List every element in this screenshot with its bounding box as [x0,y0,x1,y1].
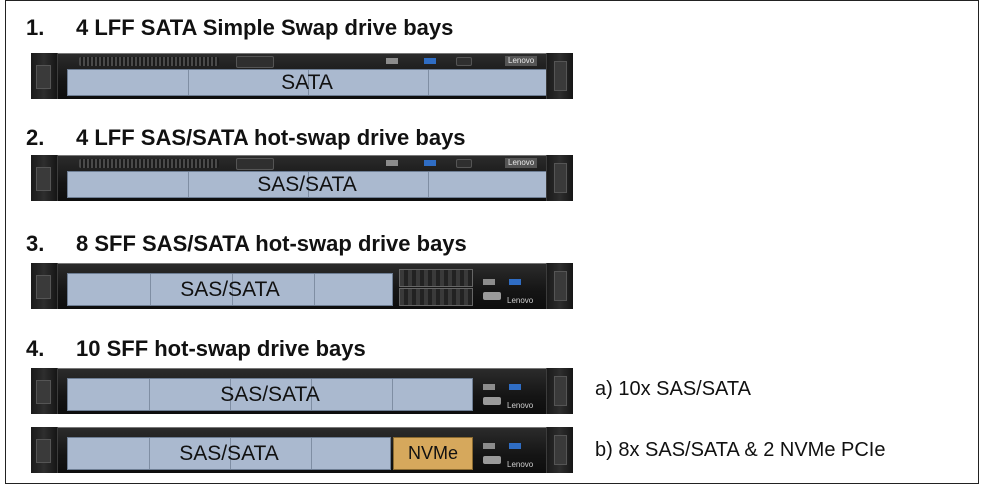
caption-a: a) 10x SAS/SATA [595,378,751,400]
server-10-sff-nvme: SAS/SATA NVMe Lenovo [31,427,573,473]
left-rail [31,263,58,309]
drive-bay-panel: SAS/SATA [67,378,473,411]
bay-label: SAS/SATA [220,383,320,406]
led-icon [456,159,472,168]
vent [79,159,219,168]
led-icon [456,57,472,66]
usb3-port-icon [509,279,521,285]
heading-title: 8 SFF SAS/SATA hot-swap drive bays [76,231,467,256]
usb3-port-icon [509,443,521,449]
drive-bay-panel: SATA [67,69,547,96]
vga-port-icon [483,397,501,405]
lenovo-logo: Lenovo [505,56,538,66]
power-button [236,56,274,68]
vga-port-icon [483,456,501,464]
usb3-port-icon [424,58,436,64]
empty-bay-filler [399,269,473,287]
power-button [236,158,274,170]
heading-title: 4 LFF SAS/SATA hot-swap drive bays [76,125,466,150]
heading-title: 10 SFF hot-swap drive bays [76,336,366,361]
server-10-sff-sas-sata: SAS/SATA Lenovo [31,368,573,414]
lenovo-logo: Lenovo [507,296,534,305]
server-lff-simple-swap: Lenovo SATA [31,53,573,99]
right-rail [546,155,573,201]
bay-label: SATA [281,71,333,94]
drive-bay-panel: SAS/SATA [67,273,393,306]
right-rail [546,53,573,99]
heading-number: 2. [26,125,45,150]
heading-3: 3. 8 SFF SAS/SATA hot-swap drive bays [26,231,467,257]
lenovo-logo: Lenovo [505,158,538,168]
left-rail [31,368,58,414]
heading-number: 1. [26,15,45,40]
vga-port-icon [483,292,501,300]
usb3-port-icon [424,160,436,166]
drive-bay-panel: SAS/SATA [67,171,547,198]
heading-number: 4. [26,336,45,361]
heading-number: 3. [26,231,45,256]
left-rail [31,427,58,473]
nvme-bay-label: NVMe [393,437,473,470]
heading-4: 4. 10 SFF hot-swap drive bays [26,336,366,362]
heading-2: 2. 4 LFF SAS/SATA hot-swap drive bays [26,125,466,151]
bay-label: SAS/SATA [257,173,357,196]
usb-port-icon [483,443,495,449]
usb-port-icon [483,384,495,390]
lenovo-logo: Lenovo [507,401,534,410]
vent [79,57,219,66]
empty-bay-filler [399,288,473,306]
heading-1: 1. 4 LFF SATA Simple Swap drive bays [26,15,453,41]
lenovo-logo: Lenovo [507,460,534,469]
drive-bay-panel: SAS/SATA [67,437,391,470]
bay-label: SAS/SATA [179,442,279,465]
usb-port-icon [386,58,398,64]
usb-port-icon [483,279,495,285]
diagram-frame: 1. 4 LFF SATA Simple Swap drive bays Leno… [5,0,979,484]
right-rail [546,368,573,414]
caption-b: b) 8x SAS/SATA & 2 NVMe PCIe [595,439,886,461]
bay-label: SAS/SATA [180,278,280,301]
right-rail [546,427,573,473]
usb3-port-icon [509,384,521,390]
heading-title: 4 LFF SATA Simple Swap drive bays [76,15,454,40]
right-rail [546,263,573,309]
left-rail [31,53,58,99]
server-8-sff: SAS/SATA Lenovo [31,263,573,309]
left-rail [31,155,58,201]
usb-port-icon [386,160,398,166]
server-lff-hot-swap: Lenovo SAS/SATA [31,155,573,201]
